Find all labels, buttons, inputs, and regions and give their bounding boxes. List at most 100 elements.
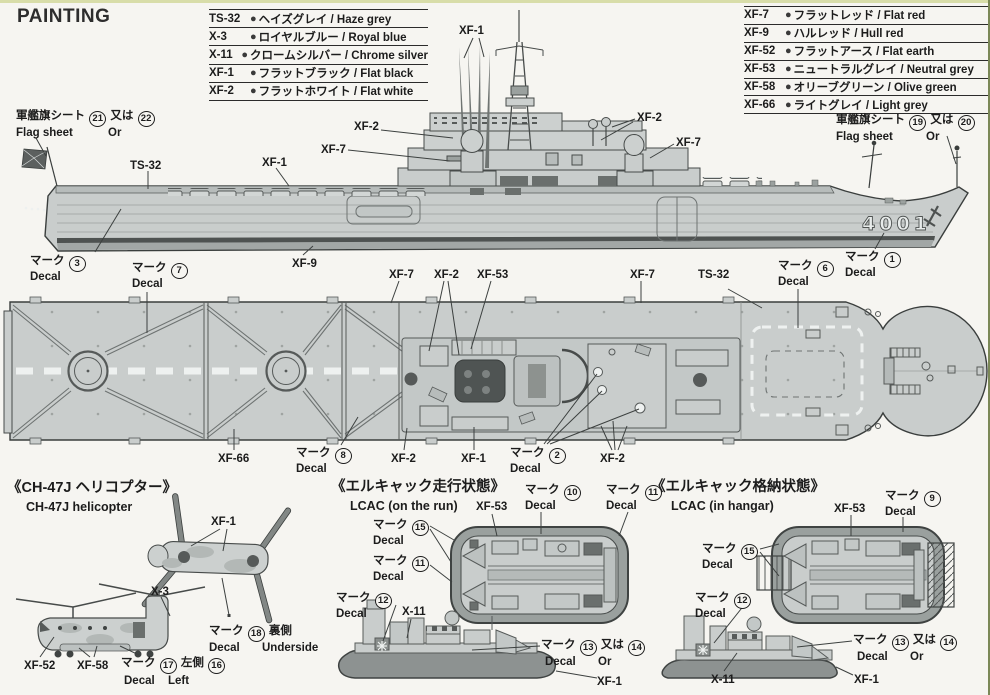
label-text: XF-1	[262, 157, 287, 169]
label-text: XF-66	[218, 453, 250, 465]
decal-6-label-en: Decal	[778, 275, 809, 289]
leader-lines	[35, 37, 957, 679]
label-text: 軍艦旗シート	[16, 110, 89, 122]
lcac-hangar-title-en: LCAC (in hangar)	[671, 499, 774, 513]
flag-sheet-left-or: Or	[108, 126, 121, 140]
paint-callout-xf53-lcac-hangar: XF-53	[834, 502, 865, 516]
paint-table-row: XF-66 ●ライトグレイ / Light grey	[744, 96, 988, 115]
label-text: XF-7	[321, 144, 346, 156]
paint-callout-xf1-mast: XF-1	[459, 24, 484, 38]
paint-name: オリーブグリーン / Olive green	[793, 82, 957, 94]
label-text: TS-32	[130, 160, 162, 172]
bow-anchor-mark	[923, 205, 942, 227]
paint-color-bullet-icon: ●	[785, 98, 792, 111]
decal-11b-label-en: Decal	[373, 570, 404, 584]
paint-color-bullet-icon: ●	[785, 27, 792, 40]
paint-callout-xf1-rotors: XF-1	[211, 515, 236, 529]
label-text: Decal	[695, 608, 726, 620]
stern-ensign-flag	[21, 146, 58, 187]
bow-flagstaff	[952, 145, 962, 187]
label-text: Underside	[262, 642, 319, 654]
label-text: Decal	[778, 276, 809, 288]
label-text: XF-58	[77, 660, 109, 672]
paint-name: フラットホワイト / Flat white	[258, 86, 414, 99]
paint-callout-xf1-deck-fittings: XF-1	[262, 156, 287, 170]
label-text: XF-9	[292, 258, 317, 270]
decal-17-label-en: Decal	[124, 674, 155, 688]
label-text: XF-2	[600, 453, 625, 465]
decal-10-label-jp: マーク 10	[525, 483, 582, 501]
flag-sheet-left-label-jp: 軍艦旗シート 21 又は 22	[16, 109, 156, 127]
main-mast	[495, 10, 544, 151]
paint-name: フラットアース / Flat earth	[793, 46, 935, 59]
decal-13a-label-jp: マーク 13 又は 14	[541, 638, 646, 656]
decal-8-label-en: Decal	[296, 462, 327, 476]
circled-number: 15	[411, 519, 429, 536]
ch47j-side-view-drawing	[15, 583, 206, 658]
paint-table-row: XF-52●フラットアース / Flat earth	[744, 43, 988, 61]
paint-callout-xf2-deck-3: XF-2	[600, 452, 625, 466]
circled-number: 2	[548, 447, 566, 464]
label-text: XF-53	[477, 269, 509, 281]
circled-number: 13	[579, 639, 597, 656]
paint-table-row: XF-9●ハルレッド / Hull red	[744, 25, 988, 43]
decal-13a-label-en: Decal	[545, 655, 576, 669]
label-text: 《CH-47J ヘリコプター》	[7, 480, 177, 496]
paint-code: XF-66	[744, 98, 776, 111]
paint-code: TS-32	[209, 12, 241, 25]
label-text: マーク	[30, 255, 68, 267]
bow-deck-fittings	[883, 347, 984, 395]
paint-callout-xf1-lcac-hangar-skirt: XF-1	[854, 673, 879, 687]
circled-number: 14	[628, 639, 646, 656]
decal-18-label-jp: マーク 18 裏側	[209, 624, 292, 642]
paint-code: X-11	[209, 48, 233, 61]
lcac-hangar-title-jp: 《エルキャック格納状態》	[651, 480, 825, 495]
paint-name: ライトグレイ / Light grey	[793, 99, 928, 112]
helo-spot-cross-lines	[12, 304, 417, 439]
label-text: Decal	[606, 500, 637, 512]
hull-number: 4001	[862, 213, 931, 235]
stern-ramp-extended	[927, 542, 955, 608]
label-text: XF-7	[389, 269, 414, 281]
decal-2-label-jp: マーク 2	[510, 446, 567, 464]
decal-7-label-en: Decal	[132, 277, 163, 291]
deck-plan-drawing	[3, 296, 988, 445]
paint-code: X-3	[209, 30, 227, 43]
label-text: LCAC (on the run)	[350, 499, 458, 513]
helicopter-title-jp: 《CH-47J ヘリコプター》	[7, 480, 177, 496]
label-text: 又は	[909, 634, 940, 646]
paint-callout-xf53-deck: XF-53	[477, 268, 508, 282]
label-text: Decal	[525, 500, 556, 512]
decal-1-label-jp: マーク 1	[845, 250, 902, 268]
paint-name: フラットレッド / Flat red	[793, 10, 926, 23]
helo-landing-spot	[67, 350, 109, 392]
label-text: Decal	[373, 535, 404, 547]
decal-10-label-en: Decal	[525, 499, 556, 513]
decal-11a-label-jp: マーク 11	[606, 483, 663, 501]
label-text: Decal	[296, 463, 327, 475]
paint-table-row: X-3●ロイヤルブルー / Royal blue	[209, 28, 428, 47]
paint-code: XF-2	[209, 85, 234, 98]
paint-callout-xf2-aft-lamps: XF-2	[637, 111, 662, 125]
decal-11a-label-en: Decal	[606, 499, 637, 513]
circled-number: 11	[411, 555, 429, 572]
label-text: XF-7	[630, 269, 655, 281]
lcac-hangar-top-view-drawing	[756, 526, 955, 624]
paint-code: XF-1	[209, 67, 234, 80]
label-text: XF-7	[676, 137, 701, 149]
or-label-run: Or	[598, 655, 611, 669]
paint-name: クロームシルバー / Chrome silver	[250, 49, 428, 62]
paint-table-row: X-11 ●クロームシルバー / Chrome silver	[209, 46, 428, 65]
paint-callout-xf52-heli: XF-52	[24, 659, 55, 673]
label-text: Decal	[336, 608, 367, 620]
paint-color-bullet-icon: ●	[241, 48, 249, 61]
paint-callout-xf2-deck-2: XF-2	[391, 452, 416, 466]
lcac-run-title-jp: 《エルキャック走行状態》	[331, 480, 505, 495]
circled-number: 16	[208, 657, 226, 674]
label-text: マーク	[121, 657, 159, 669]
aft-ciws-gun	[616, 134, 654, 187]
paint-callout-xf7-deck-1: XF-7	[389, 268, 414, 282]
